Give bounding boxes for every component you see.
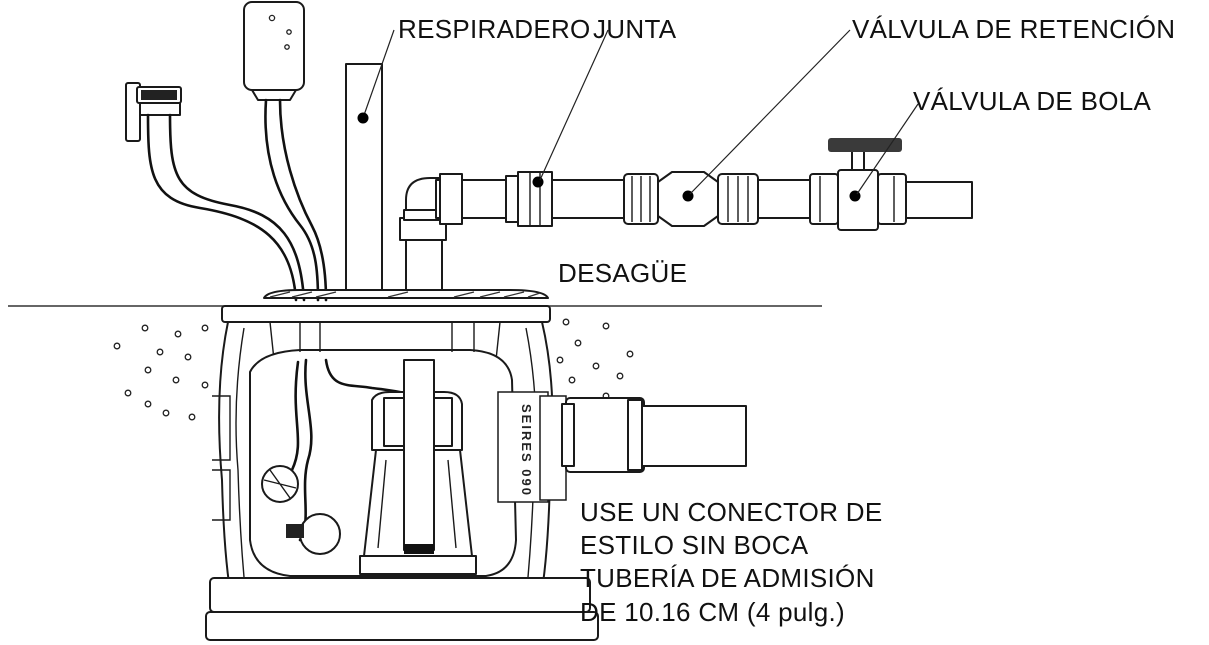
basin-lid	[221, 289, 551, 323]
pipe-segment	[757, 179, 811, 219]
float-switch	[261, 465, 341, 555]
label-union: JUNTA	[593, 14, 677, 44]
basin-brand-text: SEIRES 090	[519, 404, 534, 497]
vent-pipe	[345, 63, 383, 299]
label-discharge: DESAGÜE	[558, 258, 688, 288]
vent-marker	[357, 112, 369, 124]
float-cable	[298, 358, 313, 542]
label-inlet-note-line-3: TUBERÍA DE ADMISIÓN	[580, 563, 875, 593]
label-inlet-note-line-4: DE 10.16 CM (4 pulg.)	[580, 597, 845, 627]
inlet-pipe	[561, 397, 747, 473]
control-box	[243, 1, 305, 101]
union-fitting	[505, 171, 553, 227]
label-ball-valve: VÁLVULA DE BOLA	[913, 86, 1152, 116]
discharge-pipe	[399, 173, 523, 299]
label-check-valve: VÁLVULA DE RETENCIÓN	[852, 14, 1176, 44]
label-inlet-note-line-1: USE UN CONECTOR DE	[580, 497, 883, 527]
soil-particles	[113, 318, 634, 421]
ball-valve	[809, 138, 907, 231]
label-vent: RESPIRADERO	[398, 14, 591, 44]
power-wires	[146, 98, 328, 302]
pipe-segment	[551, 179, 625, 219]
float-cable	[290, 360, 300, 472]
outlet-pipe	[905, 181, 973, 219]
leader-lines	[362, 29, 919, 195]
check-valve	[623, 171, 759, 227]
wall-outlet	[125, 82, 182, 142]
label-inlet-note-line-2: ESTILO SIN BOCA	[580, 530, 809, 560]
sewage-pump	[359, 359, 477, 575]
